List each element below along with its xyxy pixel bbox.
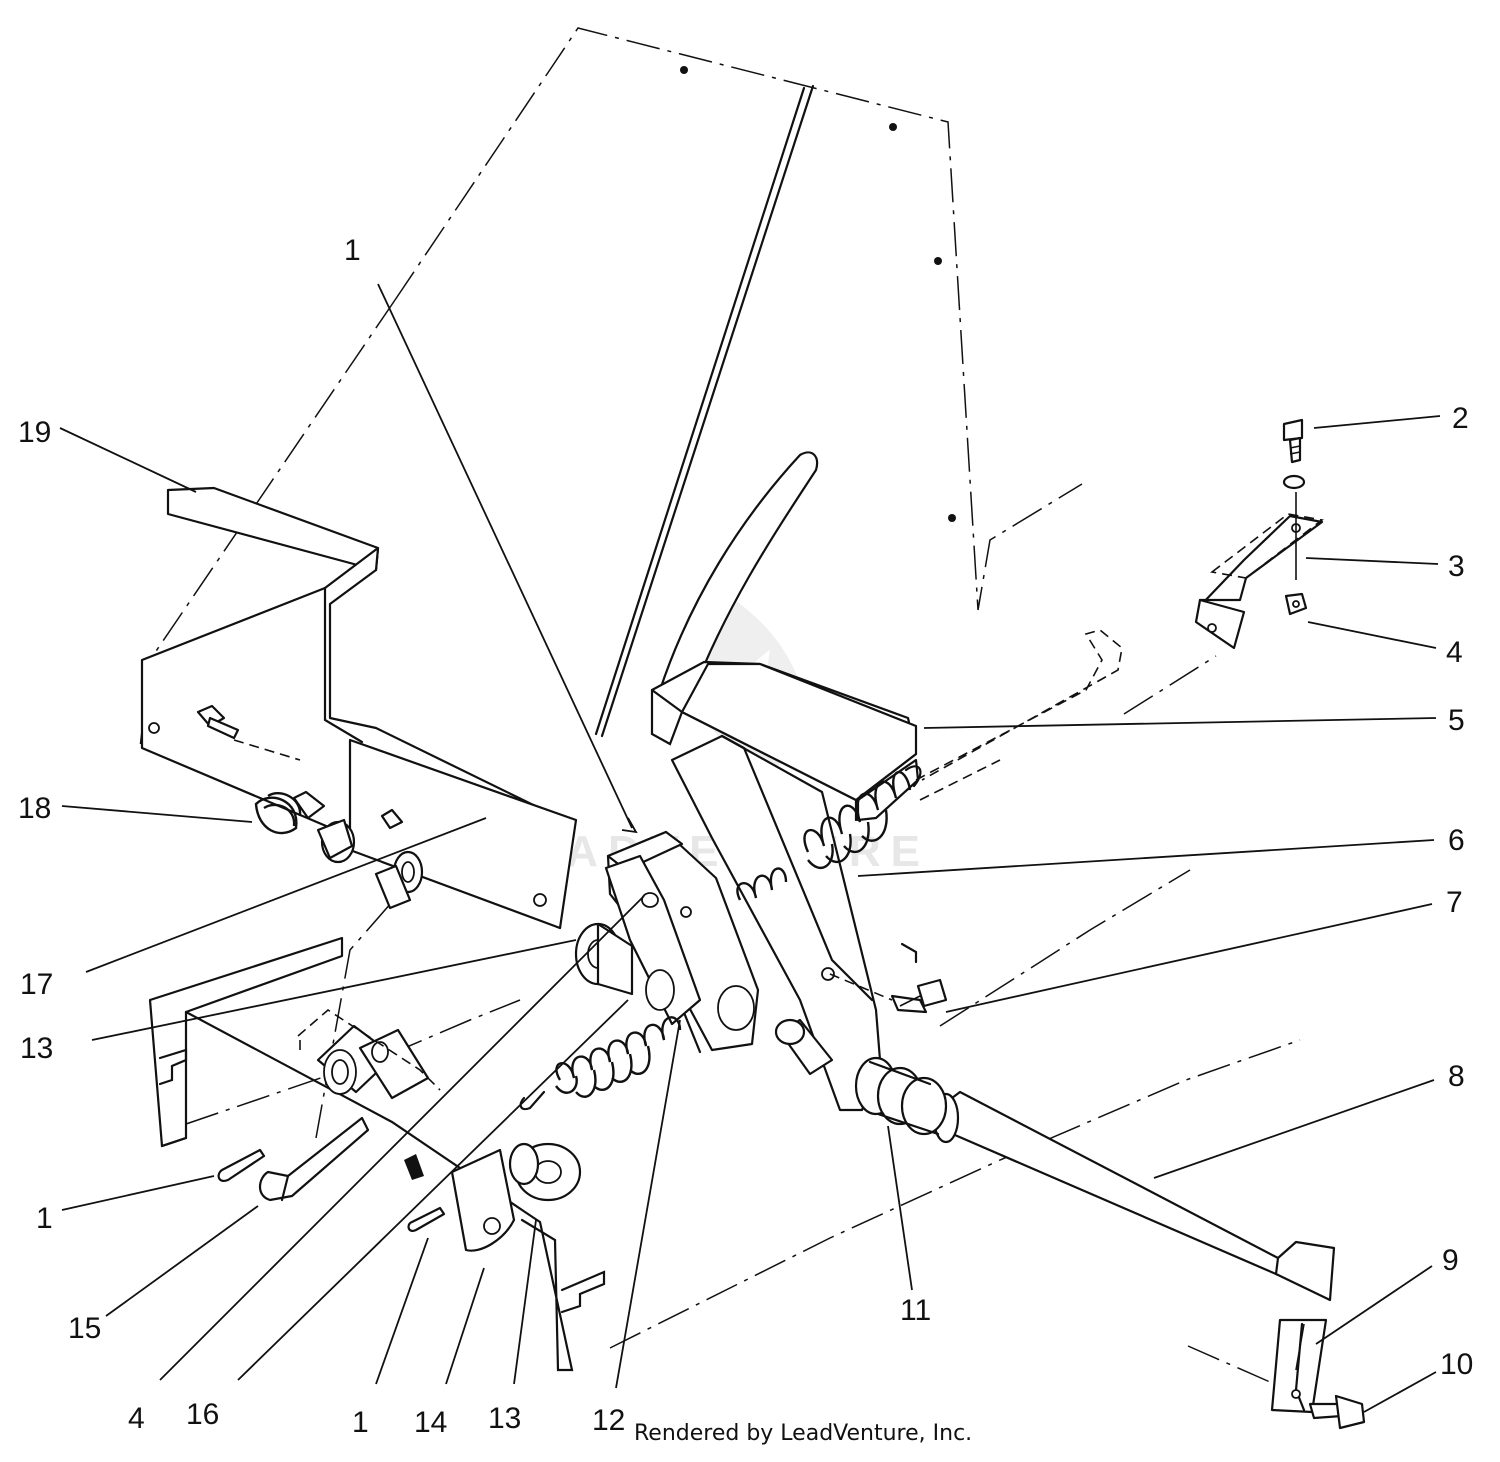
bushing-11 (854, 1056, 948, 1136)
leader-lines (59, 283, 1441, 1413)
bolt-7 (829, 942, 948, 1014)
bracket-3 (1123, 492, 1324, 715)
callout-4-right: 4 (1446, 636, 1463, 669)
bracket-19 (140, 486, 578, 930)
spring-16 (519, 1016, 682, 1111)
callout-11: 11 (900, 1294, 931, 1327)
pin-15 (258, 1116, 370, 1202)
hidden-hook (915, 629, 1123, 801)
callout-9: 9 (1442, 1244, 1459, 1277)
callout-5: 5 (1448, 704, 1465, 737)
plate-14 (450, 1148, 516, 1252)
cotter-pins (217, 1148, 446, 1232)
callout-3: 3 (1448, 550, 1465, 583)
spring-6 (736, 765, 922, 901)
callout-1-top: 1 (344, 234, 361, 267)
callout-2: 2 (1452, 402, 1469, 435)
shaft-8 (932, 1090, 1336, 1302)
callout-6: 6 (1448, 824, 1465, 857)
washer-13-lower (508, 1142, 582, 1202)
callout-16: 16 (186, 1398, 219, 1431)
callout-18: 18 (18, 792, 51, 825)
lower-left-pivot (297, 1009, 441, 1100)
spring-18 (233, 739, 356, 864)
render-credit: Rendered by LeadVenture, Inc. (634, 1421, 973, 1446)
callout-12: 12 (592, 1404, 625, 1437)
link-plates-12 (604, 830, 760, 1054)
callout-13-mid: 13 (20, 1032, 53, 1065)
callout-10: 10 (1440, 1348, 1473, 1381)
pedal-lever (670, 734, 882, 1112)
nut-4 (1284, 592, 1308, 616)
callouts: 1 2 3 4 5 6 7 8 9 10 11 12 13 13 14 15 1… (18, 234, 1473, 1439)
callout-17: 17 (20, 968, 53, 1001)
bracket-19-hardware (196, 704, 424, 910)
bolt-2 (1282, 418, 1306, 490)
callout-14: 14 (414, 1406, 447, 1439)
callout-1-left: 1 (36, 1202, 53, 1235)
callout-4-bottom: 4 (128, 1402, 145, 1435)
callout-7: 7 (1446, 886, 1463, 919)
callout-8: 8 (1448, 1060, 1465, 1093)
bolt-10 (1187, 1345, 1366, 1430)
clip-9 (1270, 1318, 1328, 1414)
callout-15: 15 (68, 1312, 101, 1345)
washer-13-mid (574, 922, 634, 996)
pedal-arm-curve (658, 451, 819, 702)
callout-19: 19 (18, 416, 51, 449)
callout-1-bottom: 1 (352, 1406, 369, 1439)
callout-13-bottom: 13 (488, 1402, 521, 1435)
